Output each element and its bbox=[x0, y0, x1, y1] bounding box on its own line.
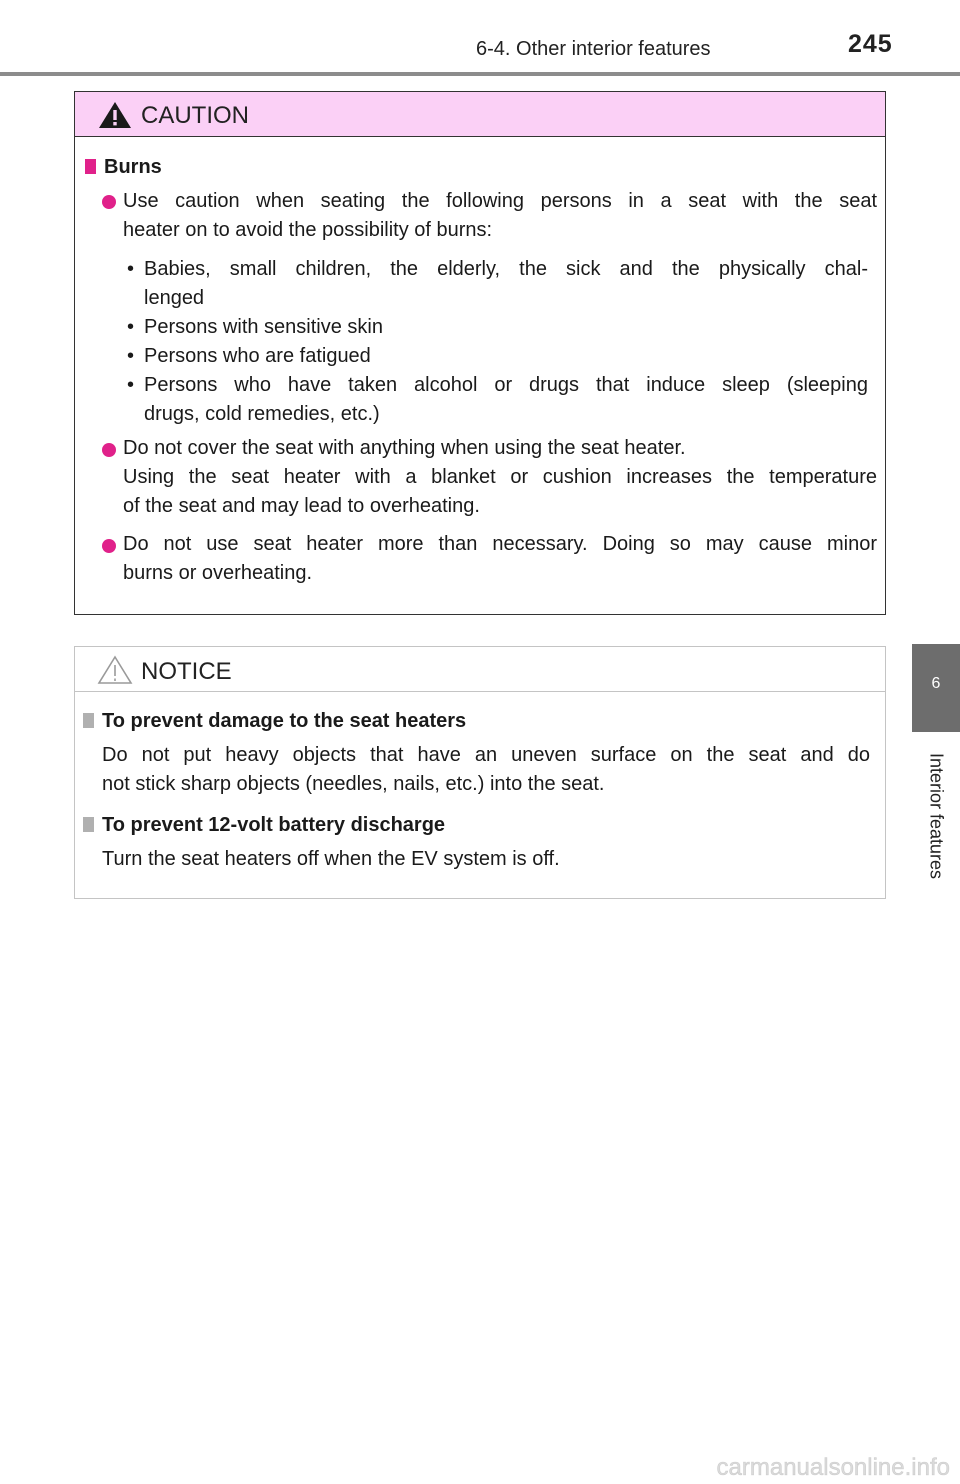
section-title: 6-4. Other interior features bbox=[476, 38, 711, 60]
warning-triangle-icon bbox=[99, 102, 131, 128]
caution-item-1: Use caution when seating the following p… bbox=[123, 190, 877, 241]
bullet-dot bbox=[102, 443, 116, 457]
notice-title: NOTICE bbox=[141, 658, 232, 685]
bullet-dot bbox=[102, 195, 116, 209]
chapter-tab-label: Interior features bbox=[926, 752, 947, 880]
heading-marker bbox=[85, 159, 96, 174]
notice-heading-2: To prevent 12-volt battery discharge bbox=[83, 814, 445, 837]
persons-bullet-3: Persons who are fatigued bbox=[144, 345, 371, 367]
notice-paragraph-1: Do not put heavy objects that have an un… bbox=[102, 744, 870, 795]
bullet-mark: • bbox=[127, 345, 135, 367]
header-rule bbox=[0, 72, 960, 76]
heading-marker bbox=[83, 713, 94, 728]
notice-paragraph-2: Turn the seat heaters off when the EV sy… bbox=[102, 848, 560, 870]
warning-outline-icon bbox=[97, 655, 133, 684]
page-header: 6-4. Other interior features 245 bbox=[0, 0, 960, 76]
notice-header: NOTICE bbox=[75, 647, 885, 692]
bullet-dot bbox=[102, 539, 116, 553]
notice-heading-1: To prevent damage to the seat heaters bbox=[83, 710, 466, 733]
bullet-mark: • bbox=[127, 374, 135, 396]
persons-bullet-1: Babies, small children, the elderly, the… bbox=[144, 258, 868, 309]
persons-bullet-4: Persons who have taken alcohol or drugs … bbox=[144, 374, 868, 425]
svg-text:carmanualsonline.info: carmanualsonline.info bbox=[717, 1454, 950, 1481]
page-number: 245 bbox=[848, 30, 893, 58]
watermark-logo: carmanualsonline.info bbox=[716, 1454, 950, 1482]
caution-box: CAUTION Burns Use caution when seating t… bbox=[74, 91, 886, 615]
caution-header: CAUTION bbox=[75, 92, 885, 137]
burns-heading: Burns bbox=[85, 156, 162, 179]
caution-title: CAUTION bbox=[141, 102, 249, 129]
notice-box: NOTICE To prevent damage to the seat hea… bbox=[74, 646, 886, 899]
heading-marker bbox=[83, 817, 94, 832]
caution-item-2: Do not cover the seat with anything when… bbox=[123, 437, 877, 517]
chapter-tab: 6 Interior features bbox=[912, 644, 960, 900]
persons-bullet-2: Persons with sensitive skin bbox=[144, 316, 383, 338]
bullet-mark: • bbox=[127, 316, 135, 338]
chapter-tab-number: 6 bbox=[912, 644, 960, 732]
caution-item-3: Do not use seat heater more than necessa… bbox=[123, 533, 877, 584]
bullet-mark: • bbox=[127, 258, 135, 280]
chapter-tab-label-box: Interior features bbox=[912, 732, 960, 900]
